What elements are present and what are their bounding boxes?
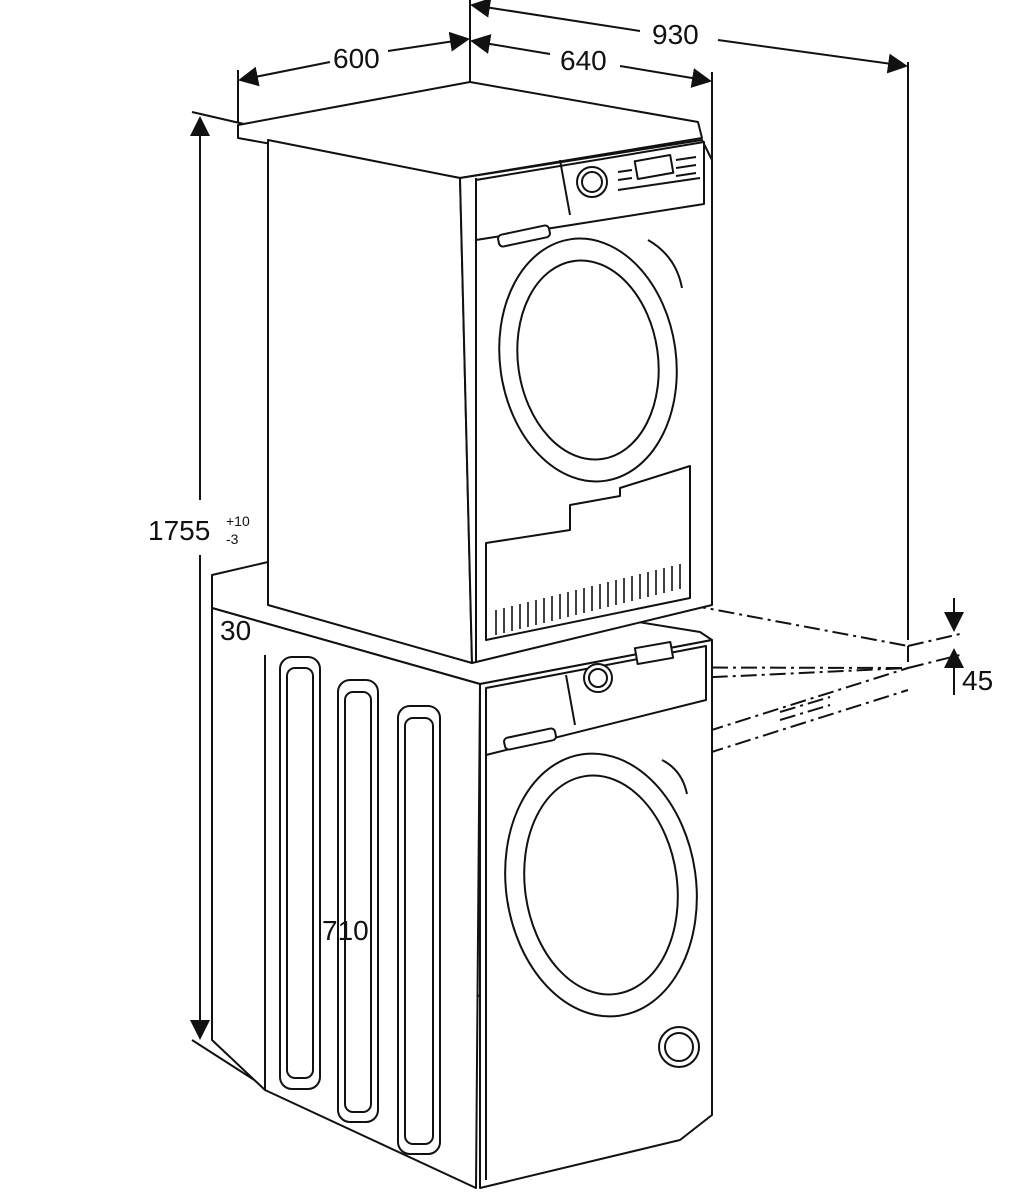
dim-600-label: 600 — [333, 43, 380, 74]
dim-710-label: 710 — [322, 915, 369, 946]
dim-1755-label: 1755 — [148, 515, 210, 546]
dryer-unit — [237, 81, 713, 664]
dim-1755-tol-plus: +10 — [226, 513, 250, 529]
dim-930-label: 930 — [652, 19, 699, 50]
dim-30-label: 30 — [220, 615, 251, 646]
dim-45-label: 45 — [962, 665, 993, 696]
dim-640-label: 640 — [560, 45, 607, 76]
dim-1755-tol-minus: -3 — [226, 531, 239, 547]
